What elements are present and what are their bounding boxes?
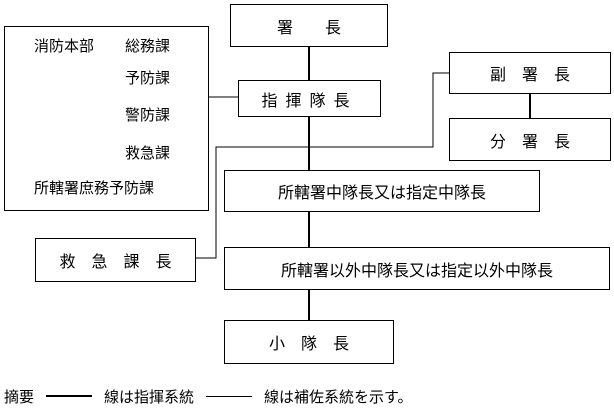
legend-thick-text: 線は指揮系統 [104, 387, 195, 406]
dept-fire-hq: 消防本部 [34, 37, 95, 55]
support-line-ems-commander [196, 146, 309, 259]
jurisdiction-captain-label: 所轄署中隊長又は指定中隊長 [277, 183, 486, 202]
support-line-deputy-commander [309, 72, 449, 148]
chief-box: 署 長 [230, 4, 388, 47]
commander-label: 指揮隊長 [261, 90, 358, 110]
branch-box: 分 署 長 [449, 118, 611, 161]
other-captain-box: 所轄署以外中隊長又は指定以外中隊長 [224, 247, 610, 290]
legend-prefix: 摘要 [4, 387, 35, 406]
ems-chief-label: 救 急 課 長 [59, 252, 172, 271]
chief-label: 署 長 [276, 17, 341, 37]
dept-jurisdiction-affairs: 所轄署庶務予防課 [34, 179, 155, 197]
commander-box: 指揮隊長 [238, 80, 381, 117]
department-box: 消防本部 総務課 予防課 警防課 救急課 所轄署庶務予防課 [4, 26, 209, 211]
dept-prevention: 予防課 [125, 69, 171, 87]
dept-general-affairs: 総務課 [125, 37, 171, 55]
legend-thin-text: 線は補佐系統を示す。 [264, 387, 413, 406]
legend-thin-line [206, 395, 253, 397]
other-captain-label: 所轄署以外中隊長又は指定以外中隊長 [280, 260, 553, 280]
legend-thick-line [46, 395, 93, 397]
platoon-label: 小 隊 長 [268, 334, 349, 353]
branch-label: 分 署 長 [489, 131, 570, 151]
dept-ems: 救急課 [125, 144, 171, 162]
deputy-box: 副 署 長 [449, 52, 611, 94]
legend: 摘要 線は指揮系統 線は補佐系統を示す。 [4, 384, 413, 408]
dept-fire-defense: 警防課 [125, 106, 171, 124]
ems-chief-box: 救 急 課 長 [35, 238, 196, 282]
jurisdiction-captain-box: 所轄署中隊長又は指定中隊長 [224, 170, 540, 212]
deputy-label: 副 署 長 [489, 65, 570, 84]
platoon-box: 小 隊 長 [224, 320, 394, 364]
